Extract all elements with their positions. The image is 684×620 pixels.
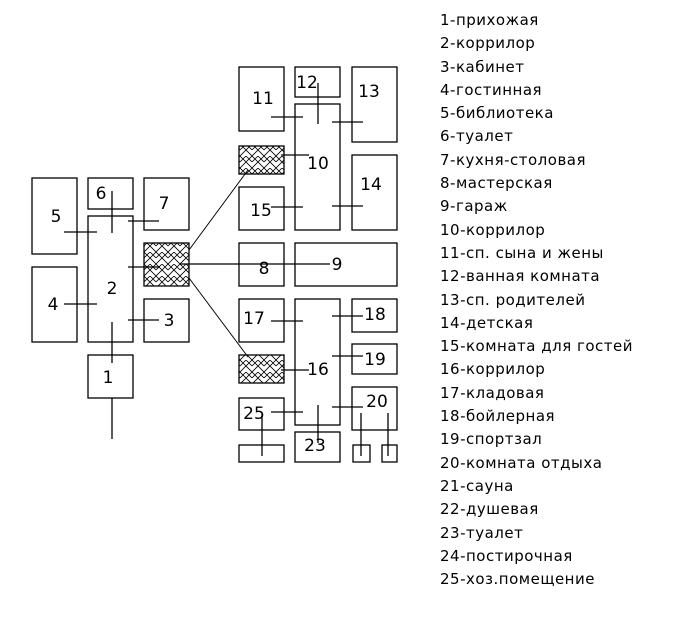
legend-item: 5-библиотека <box>440 104 554 123</box>
legend-item: 6-туалет <box>440 127 514 146</box>
room-1 <box>87 354 134 399</box>
legend-item: 10-коррилор <box>440 220 546 239</box>
room-label-12: 12 <box>296 73 318 93</box>
legend-item: 16-коррилор <box>440 360 546 379</box>
room-15 <box>238 186 285 231</box>
room-label-9: 9 <box>332 255 343 275</box>
room-label-8: 8 <box>259 259 270 279</box>
stair-hatch-top <box>238 145 285 175</box>
legend-item: 14-детская <box>440 313 534 332</box>
room-14 <box>351 154 398 231</box>
legend-item: 4-гостинная <box>440 80 543 99</box>
room-legend: 1-прихожая 2-коррилор 3-кабинет 4-гостинная… <box>440 9 633 591</box>
legend-item: 3-кабинет <box>440 57 525 76</box>
room-label-1: 1 <box>103 368 114 388</box>
room-label-19: 19 <box>364 350 386 370</box>
room-22 <box>381 444 398 463</box>
legend-item: 9-гараж <box>440 197 508 216</box>
legend-item: 25-хоз.помещение <box>440 570 595 589</box>
room-label-15: 15 <box>250 201 272 221</box>
legend-item: 17-кладовая <box>440 383 545 402</box>
legend-item: 8-мастерская <box>440 174 553 193</box>
legend-item: 19-спортзал <box>440 430 543 449</box>
legend-item: 23-туалет <box>440 523 524 542</box>
room-19 <box>351 343 398 375</box>
room-label-5: 5 <box>51 207 62 227</box>
room-2 <box>87 215 134 343</box>
legend-item: 21-сауна <box>440 476 514 495</box>
room-label-18: 18 <box>364 305 386 325</box>
legend-item: 24-постирочная <box>440 546 573 565</box>
legend-item: 11-сп. сына и жены <box>440 243 604 262</box>
room-label-7: 7 <box>159 194 170 214</box>
room-label-10: 10 <box>307 154 329 174</box>
room-label-13: 13 <box>358 82 380 102</box>
room-label-16: 16 <box>307 360 329 380</box>
room-label-23: 23 <box>304 436 326 456</box>
connection-lines <box>64 83 389 456</box>
room-label-25: 25 <box>243 404 265 424</box>
legend-item: 18-бойлерная <box>440 407 556 426</box>
stair-hatch-bottom <box>238 354 285 384</box>
room-20 <box>351 386 398 431</box>
room-label-4: 4 <box>48 295 59 315</box>
legend-item: 7-кухня-столовая <box>440 150 586 169</box>
room-label-20: 20 <box>366 392 388 412</box>
legend-item: 15-комната для гостей <box>440 337 634 356</box>
room-label-11: 11 <box>252 89 274 109</box>
legend-item: 1-прихожая <box>440 11 539 29</box>
room-6 <box>87 177 134 210</box>
room-label-3: 3 <box>164 311 175 331</box>
room-label-2: 2 <box>107 279 118 299</box>
legend-item: 13-сп. родителей <box>440 290 586 309</box>
room-label-17: 17 <box>243 309 265 329</box>
legend-item: 20-комната отдыха <box>440 453 603 472</box>
room-label-6: 6 <box>96 184 107 204</box>
legend-item: 12-ванная комната <box>440 267 601 286</box>
legend-item: 22-душевая <box>440 500 539 519</box>
room-5 <box>31 177 78 255</box>
room-13 <box>351 66 398 143</box>
legend-item: 2-коррилор <box>440 34 536 53</box>
room-7 <box>143 177 190 231</box>
room-11 <box>238 66 285 132</box>
room-label-14: 14 <box>360 175 382 195</box>
